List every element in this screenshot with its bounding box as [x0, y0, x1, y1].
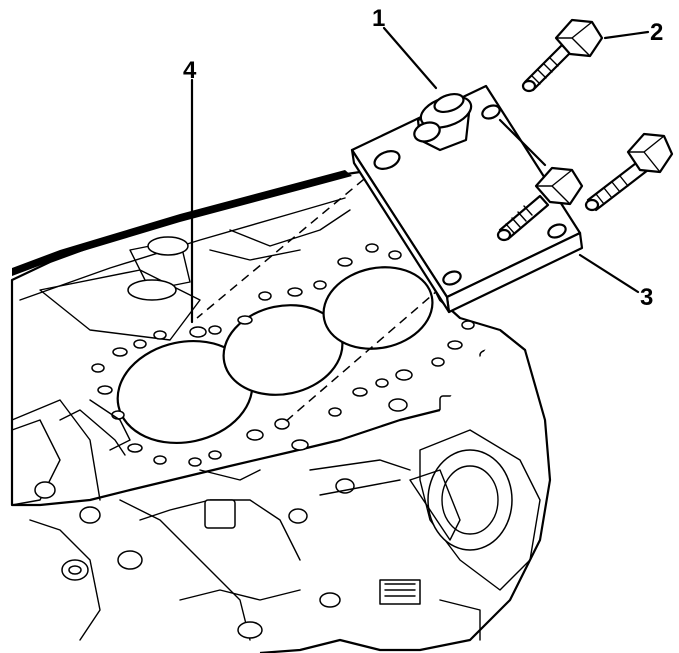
bolt-lower-left [496, 166, 584, 242]
callout-4: 4 [183, 57, 197, 84]
alignment-lines [196, 159, 453, 423]
bolt-upper [521, 18, 604, 93]
bolt-lower-right [584, 132, 674, 212]
callout-1: 1 [372, 5, 385, 32]
leader-lines [190, 26, 650, 324]
deck-holes [91, 243, 497, 467]
engine-block [10, 170, 552, 653]
alignment-plate [350, 84, 584, 314]
callout-2: 2 [650, 19, 663, 46]
callout-3: 3 [640, 284, 653, 311]
dowel-bushing [413, 92, 473, 152]
